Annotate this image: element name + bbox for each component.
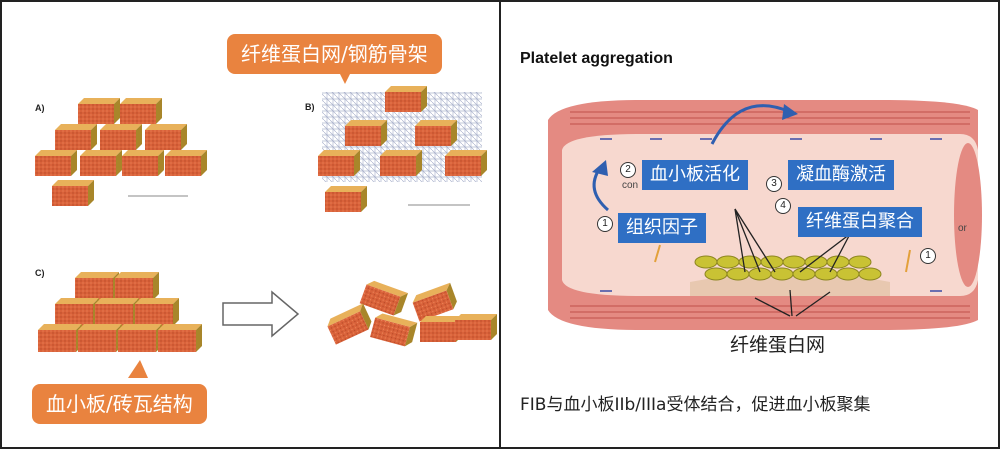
platelet	[858, 267, 882, 281]
callout-bottom-pointer	[128, 360, 148, 378]
brick-group-c	[38, 272, 202, 352]
tag-a: A)	[35, 103, 45, 113]
vessel-cut-end	[954, 143, 982, 287]
step-1b-marker: 1	[920, 248, 936, 264]
tag-c: C)	[35, 268, 45, 278]
label-fragment-con: con	[622, 180, 639, 191]
brick	[445, 150, 487, 176]
platelet-aggregate	[694, 255, 882, 281]
up-arrow-icon-left	[654, 244, 661, 263]
box-tissue-factor: 组织因子	[618, 213, 706, 243]
brick	[345, 120, 387, 146]
step-4-marker: 4	[775, 198, 791, 214]
brick	[385, 86, 427, 112]
arrowhead-top-icon	[782, 104, 798, 120]
arrowhead-left-icon	[592, 160, 608, 176]
brick-group-a	[35, 98, 207, 206]
brick	[120, 98, 162, 124]
brick	[122, 150, 164, 176]
brick	[415, 120, 457, 146]
brick	[135, 298, 179, 326]
brick	[327, 303, 372, 345]
brick	[165, 150, 207, 176]
platelet	[814, 267, 838, 281]
brick	[35, 150, 77, 176]
brick	[78, 98, 120, 124]
callout-fibrin-scaffold: 纤维蛋白网/钢筋骨架	[227, 34, 442, 74]
label-fibrin-net: 纤维蛋白网	[730, 334, 826, 356]
brick-group-b	[318, 86, 487, 212]
box-platelet-activation: 血小板活化	[642, 160, 748, 190]
platelet	[704, 267, 728, 281]
platelet	[792, 267, 816, 281]
platelet	[748, 267, 772, 281]
brick-group-collapsed	[327, 280, 497, 347]
brick	[380, 150, 422, 176]
brick	[455, 314, 497, 340]
platelet	[782, 255, 806, 269]
tag-b: B)	[305, 102, 315, 112]
step-2-marker: 2	[620, 162, 636, 178]
fibrin-pointer-lines	[734, 208, 851, 317]
box-thrombin-activation: 凝血酶激活	[788, 160, 894, 190]
brick	[80, 150, 122, 176]
platelet	[836, 267, 860, 281]
panel-title: Platelet aggregation	[520, 50, 673, 67]
brick	[52, 180, 94, 206]
up-arrow-icon-right	[905, 249, 911, 273]
brick	[318, 150, 360, 176]
brick	[359, 280, 409, 316]
brick	[325, 186, 367, 212]
endothelium	[600, 138, 942, 292]
platelet	[694, 255, 718, 269]
brick	[158, 324, 202, 352]
platelet	[726, 267, 750, 281]
brick	[412, 282, 457, 322]
step-3-marker: 3	[766, 176, 782, 192]
box-fibrin-polymerization: 纤维蛋白聚合	[798, 207, 922, 237]
curved-arrow-top-icon	[710, 104, 791, 145]
brick	[115, 272, 159, 300]
platelet	[848, 255, 872, 269]
brick	[370, 313, 418, 347]
brick	[95, 298, 139, 326]
right-arrow-icon	[222, 290, 300, 338]
label-fragment-or: or	[958, 223, 967, 234]
step-1-marker: 1	[597, 216, 613, 232]
callout-platelet-bricks: 血小板/砖瓦结构	[32, 384, 207, 424]
bottom-caption: FIB与血小板IIb/IIIa受体结合，促进血小板聚集	[520, 395, 871, 415]
brick	[145, 124, 187, 150]
brick	[55, 124, 97, 150]
platelet	[716, 255, 740, 269]
brick	[78, 324, 122, 352]
left-panel	[0, 0, 501, 449]
brick	[100, 124, 142, 150]
